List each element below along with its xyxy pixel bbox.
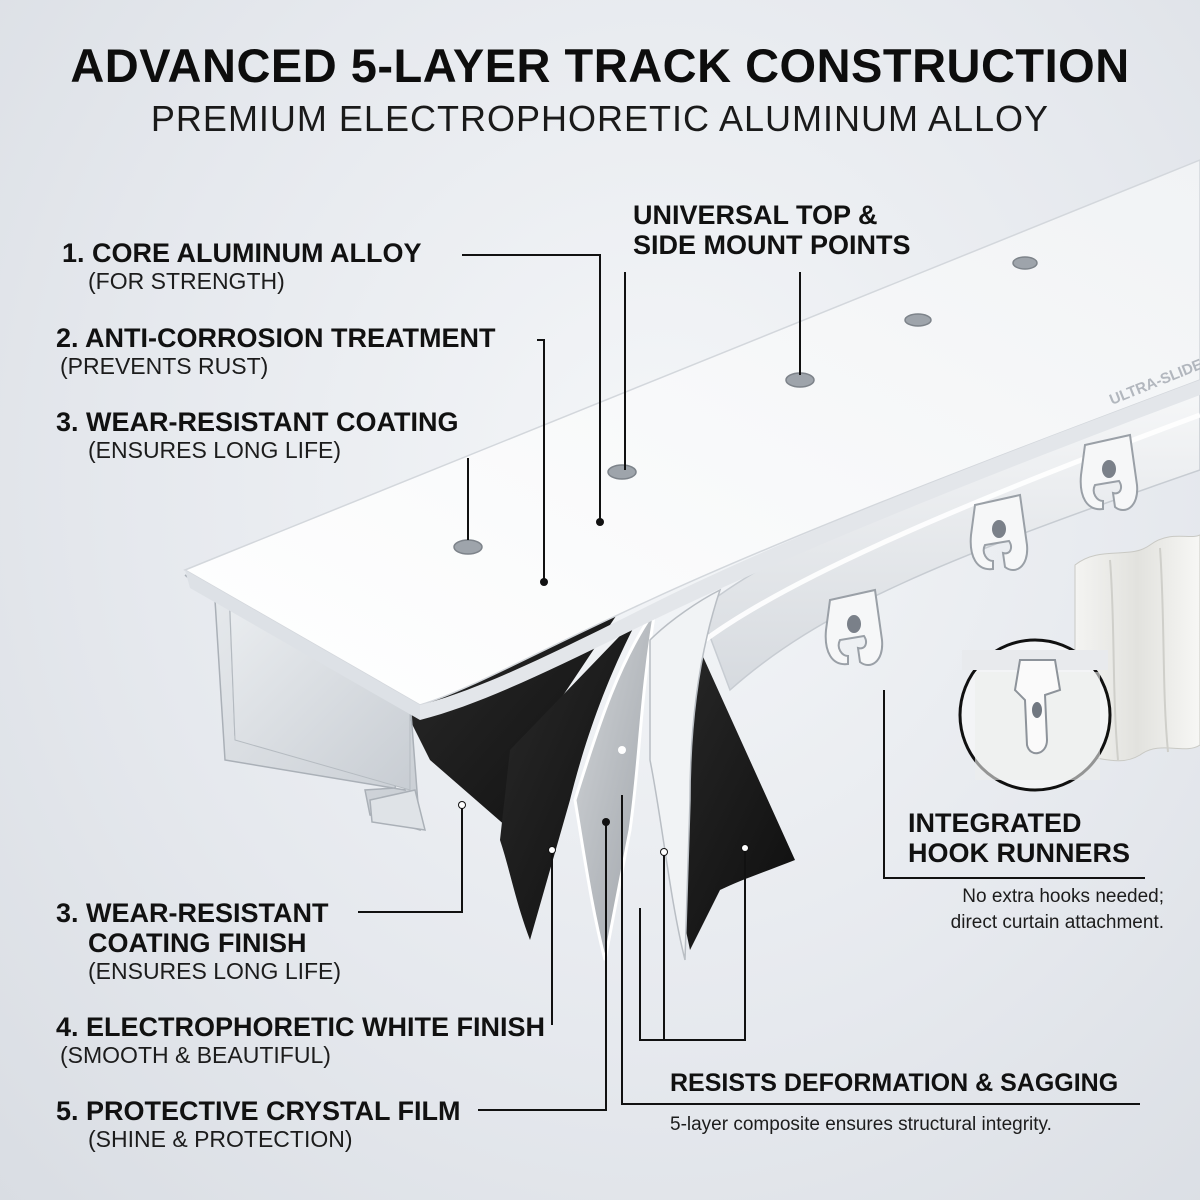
callout-detail: (SHINE & PROTECTION) [88, 1126, 353, 1152]
callout-heading-line1: INTEGRATED [908, 808, 1082, 838]
description-line1: No extra hooks needed; [962, 886, 1164, 907]
layer-dark-2 [500, 615, 640, 940]
mount-hole [785, 372, 815, 388]
callout-heading-line1: 3. WEAR-RESISTANT [56, 898, 329, 928]
callout-wear-resistant-top: 3. WEAR-RESISTANT COATING (ENSURES LONG … [56, 407, 459, 463]
mount-hole [453, 539, 483, 555]
description-text: 5-layer composite ensures structural int… [670, 1114, 1052, 1135]
callout-heading: RESISTS DEFORMATION & SAGGING [670, 1069, 1119, 1097]
layer-dark-1 [400, 610, 620, 860]
callout-heading: 4. ELECTROPHORETIC WHITE FINISH [56, 1012, 546, 1042]
hook-detail-inset [958, 638, 1112, 792]
callout-detail: (SMOOTH & BEAUTIFUL) [60, 1042, 331, 1068]
deformation-description: 5-layer composite ensures structural int… [670, 1112, 1052, 1138]
peeled-layers [400, 588, 795, 961]
callout-detail: (FOR STRENGTH) [88, 268, 285, 294]
callout-heading: 1. CORE ALUMINUM ALLOY [62, 238, 422, 268]
callout-detail: (ENSURES LONG LIFE) [88, 437, 342, 463]
callout-detail: (ENSURES LONG LIFE) [88, 958, 342, 984]
callout-heading-line2: HOOK RUNNERS [908, 838, 1131, 868]
callout-hook-runners: INTEGRATED HOOK RUNNERS [908, 808, 1130, 868]
callout-anti-corrosion: 2. ANTI-CORROSION TREATMENT (PREVENTS RU… [56, 323, 496, 379]
page-title: ADVANCED 5-LAYER TRACK CONSTRUCTION [70, 39, 1130, 92]
callout-heading-line1: UNIVERSAL TOP & [633, 200, 878, 230]
mount-hole [1012, 256, 1038, 270]
callout-crystal-film: 5. PROTECTIVE CRYSTAL FILM (SHINE & PROT… [56, 1096, 461, 1152]
callout-heading: 5. PROTECTIVE CRYSTAL FILM [56, 1096, 461, 1126]
callout-heading-line2: COATING FINISH [88, 928, 307, 958]
callout-electrophoretic-finish: 4. ELECTROPHORETIC WHITE FINISH (SMOOTH … [56, 1012, 545, 1068]
callout-mount-points: UNIVERSAL TOP & SIDE MOUNT POINTS [633, 200, 911, 260]
callout-heading: 3. WEAR-RESISTANT COATING [56, 407, 459, 437]
track-top-face [183, 159, 1200, 706]
layer-grey [573, 609, 657, 961]
callout-dots-light [459, 746, 748, 855]
mount-holes [453, 256, 1038, 555]
callout-deformation: RESISTS DEFORMATION & SAGGING [670, 1068, 1118, 1098]
callout-wear-resistant-finish: 3. WEAR-RESISTANT COATING FINISH (ENSURE… [56, 898, 341, 984]
page-subtitle: PREMIUM ELECTROPHORETIC ALUMINUM ALLOY [150, 98, 1050, 139]
callout-detail: (PREVENTS RUST) [60, 353, 269, 379]
description-line2: direct curtain attachment. [950, 912, 1164, 933]
hook-runners [824, 433, 1139, 667]
callout-core-alloy: 1. CORE ALUMINUM ALLOY (FOR STRENGTH) [62, 238, 422, 294]
mount-hole [904, 313, 932, 327]
track-profile [184, 574, 427, 832]
hook-runners-description: No extra hooks needed; direct curtain at… [880, 884, 1164, 936]
callout-heading: 2. ANTI-CORROSION TREATMENT [56, 323, 496, 353]
callout-heading-line2: SIDE MOUNT POINTS [633, 230, 911, 260]
layer-white-film [649, 588, 722, 961]
callout-leaders [358, 254, 1145, 1111]
mount-hole [607, 464, 637, 480]
